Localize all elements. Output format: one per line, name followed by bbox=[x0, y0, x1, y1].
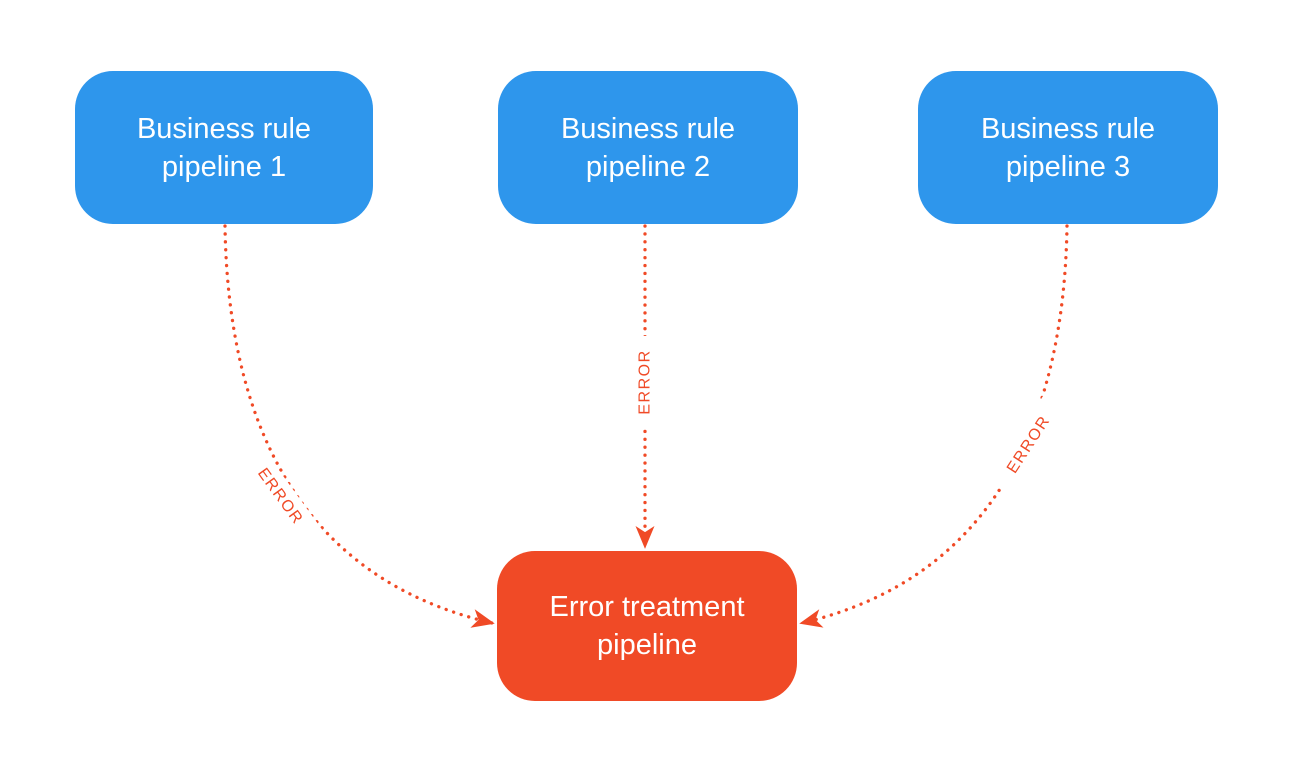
node-label-line1: Business rule bbox=[980, 112, 1156, 145]
edge-label-background bbox=[988, 393, 1068, 495]
node-label-line2: pipeline 2 bbox=[585, 150, 711, 183]
edge-label-error-2: ERROR bbox=[631, 336, 657, 428]
node-error-treatment-pipeline: Error treatment pipeline bbox=[497, 551, 797, 701]
node-label-line1: Business rule bbox=[560, 112, 736, 145]
node-label-line1: Error treatment bbox=[549, 591, 745, 623]
edge-pipeline3-to-error bbox=[799, 224, 1069, 628]
edge-label-background bbox=[631, 336, 657, 428]
node-business-rule-pipeline-2: Business rule pipeline 2 bbox=[498, 71, 798, 224]
node-business-rule-pipeline-1: Business rule pipeline 1 bbox=[75, 71, 373, 224]
node-label-line2: pipeline bbox=[597, 629, 697, 661]
edge-pipeline1-to-error bbox=[223, 224, 495, 628]
edge-label-error-3: ERROR bbox=[988, 393, 1068, 495]
node-label-line1: Business rule bbox=[136, 112, 312, 145]
edge-label-text: ERROR bbox=[637, 349, 654, 414]
edge-label-background bbox=[239, 445, 323, 547]
edge-label-error-1: ERROR bbox=[239, 445, 323, 547]
node-business-rule-pipeline-3: Business rule pipeline 3 bbox=[918, 71, 1218, 224]
node-label-line2: pipeline 3 bbox=[1005, 150, 1131, 183]
node-label-line2: pipeline 1 bbox=[161, 150, 287, 183]
